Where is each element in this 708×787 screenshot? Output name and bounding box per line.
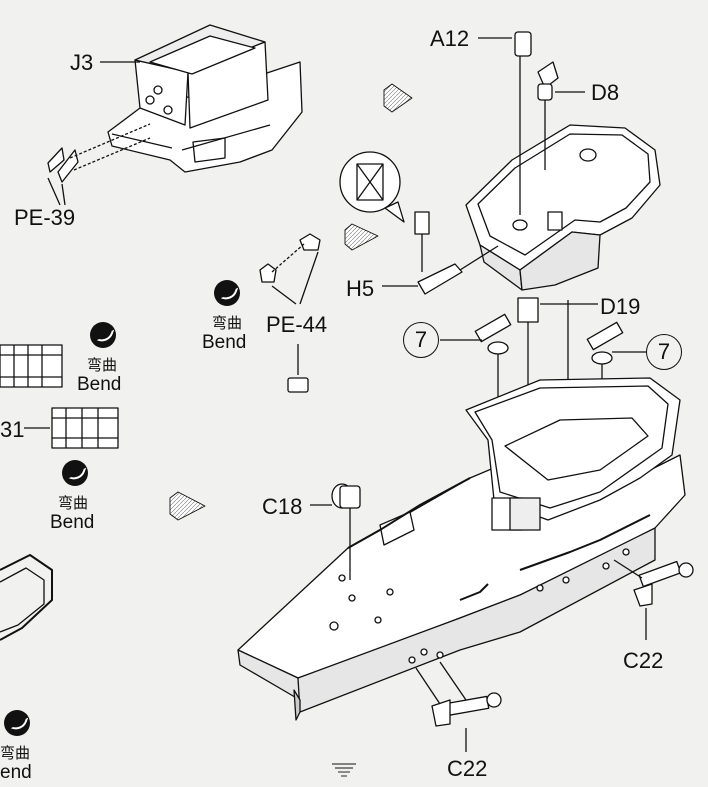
label-c22-bottom: C22 [447,756,488,781]
part-h5-callout [339,151,499,295]
bend-icon [214,280,240,306]
bend-en: Bend [77,374,122,395]
part-j3 [107,24,303,173]
label-c18: C18 [262,494,303,519]
bend-cn: 弯曲 [87,357,118,374]
label-b1-partial: 31 [0,417,25,442]
part-a12 [478,31,532,215]
bend-icon [4,710,30,736]
step-7-left-badge: 7 [403,322,439,358]
label-pe44: PE-44 [266,312,328,337]
bend-icon [62,460,88,486]
part-ladders-left [0,344,119,641]
part-gun-left [440,313,512,430]
part-c22-bottom [415,661,502,752]
label-c22-right: C22 [623,648,664,673]
part-hull [237,377,686,721]
part-bridge-top [465,124,661,291]
direction-arrows [169,83,413,777]
bend-en: end [0,762,32,783]
label-j3: J3 [70,50,94,75]
bend-en: Bend [50,512,95,533]
bend-cn: 弯曲 [0,745,31,762]
part-d8 [537,61,585,170]
part-pe44 [259,233,321,393]
step-7-right-badge: 7 [646,334,682,370]
bend-icon [90,322,116,348]
bend-en: Bend [202,332,247,353]
bend-cn: 弯曲 [212,315,243,332]
label-d8: D8 [591,80,620,105]
label-h5: H5 [346,276,375,301]
label-pe39: PE-39 [14,205,76,230]
label-d19: D19 [600,294,641,319]
part-c22-right [613,559,694,640]
bend-cn: 弯曲 [58,495,89,512]
label-a12: A12 [430,26,470,51]
part-pe39 [47,123,151,206]
part-c18 [310,483,361,580]
